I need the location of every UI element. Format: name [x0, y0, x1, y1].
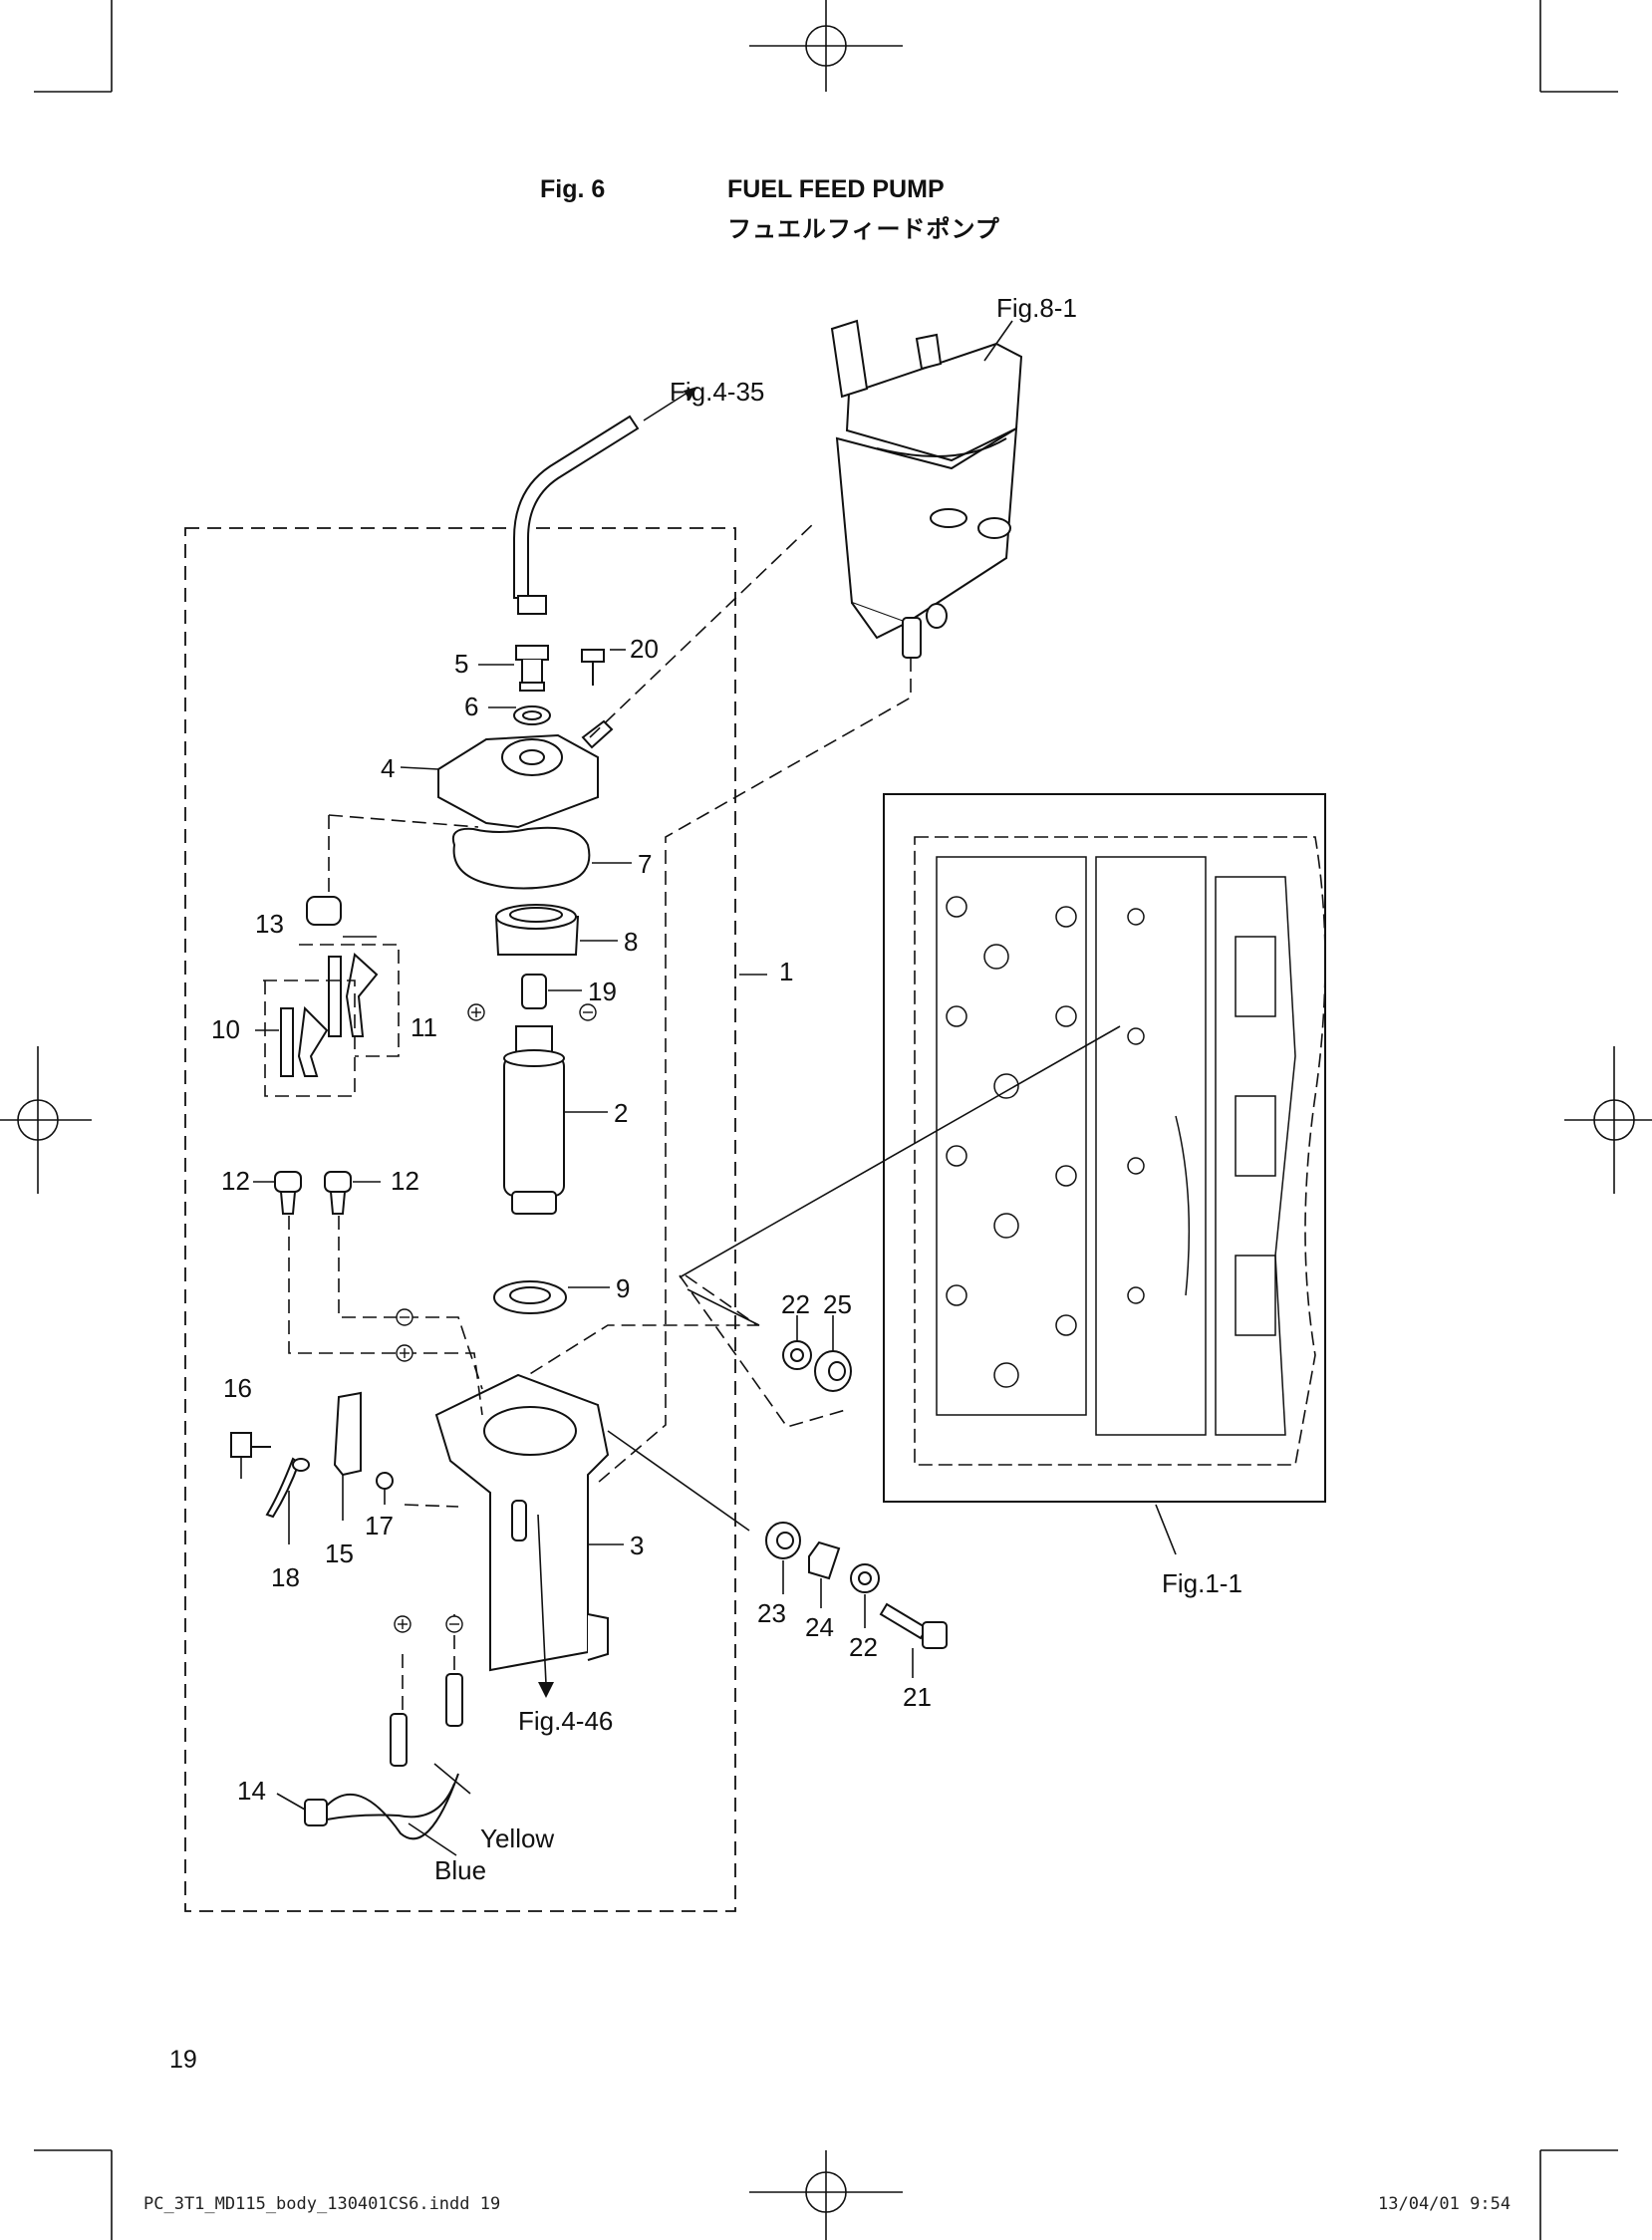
callout-5: 5 [454, 649, 468, 679]
callout-6: 6 [464, 692, 478, 721]
part-12-terminal-right [324, 1171, 352, 1215]
part-19-grommet [521, 974, 547, 1009]
file-slug: PC_3T1_MD115_body_130401CS6.indd 19 [143, 2194, 501, 2214]
callout-12-left: 12 [221, 1166, 250, 1196]
callout-24: 24 [805, 1612, 834, 1642]
part-24-collar [808, 1540, 841, 1580]
print-timestamp: 13/04/01 9:54 [1378, 2194, 1512, 2214]
part-2-pump [503, 1025, 565, 1215]
callout-4: 4 [381, 753, 395, 783]
ref-fig-4-46: Fig.4-46 [518, 1706, 613, 1736]
part-3-housing [434, 1373, 610, 1672]
callout-3: 3 [630, 1531, 644, 1560]
callout-18: 18 [271, 1562, 300, 1592]
callout-22-lower: 22 [849, 1632, 878, 1662]
part-18-band [265, 1457, 310, 1519]
page-number: 19 [169, 2046, 197, 2074]
part-11-clip [328, 953, 379, 1037]
callout-14: 14 [237, 1776, 266, 1806]
ref-fig-4-35: Fig.4-35 [670, 377, 764, 407]
callout-9: 9 [616, 1273, 630, 1303]
polarity-markers [394, 1003, 597, 1633]
part-6-ring [513, 705, 551, 725]
ref-fig-8-1: Fig.8-1 [996, 293, 1077, 323]
fig-4-46-arrowhead [538, 1682, 554, 1698]
callout-11: 11 [411, 1012, 437, 1042]
callout-7: 7 [638, 849, 652, 879]
part-13-cap [306, 896, 342, 926]
wire-label-blue: Blue [434, 1855, 486, 1885]
callout-17: 17 [365, 1511, 394, 1540]
fig-4-35-arrowhead [684, 387, 697, 401]
assembly-group-box [184, 527, 736, 1912]
figure-subtitle-japanese: フュエルフィードポンプ [727, 215, 1000, 243]
part-7-gasket [451, 826, 591, 890]
part-4-cover [437, 719, 614, 829]
part-12-terminal-left [274, 1171, 302, 1215]
callout-22-upper: 22 [781, 1289, 810, 1319]
part-17-washer [376, 1472, 394, 1490]
return-hose [513, 415, 640, 615]
fig-8-1-leader [983, 320, 1013, 362]
parts [230, 645, 948, 1840]
part-21-bolt [879, 1602, 948, 1649]
fig-4-35-arrow [643, 392, 688, 421]
leader-lines [240, 649, 1177, 1856]
part-8-ring-nut [494, 904, 580, 956]
part-22-washer-lower [850, 1563, 880, 1593]
callout-labels: 5 20 6 4 7 8 19 2 9 3 1 13 11 10 12 12 1… [211, 634, 932, 1806]
cylinder-block-inset [883, 793, 1326, 1503]
callout-16: 16 [223, 1373, 252, 1403]
callout-25: 25 [823, 1289, 852, 1319]
part-5-fitting [515, 645, 549, 692]
callout-23: 23 [757, 1598, 786, 1628]
part-22-washer-upper [782, 1340, 812, 1370]
part-25-grommet [814, 1350, 852, 1392]
callout-13: 13 [255, 909, 284, 939]
part-16-bolt [230, 1432, 271, 1458]
crop-marks [34, 0, 1618, 2240]
part-10-clip [280, 1005, 329, 1077]
solid-connection-lines [537, 1025, 1121, 1685]
callout-12-right: 12 [391, 1166, 419, 1196]
vapor-separator-tank-drawing [830, 319, 1023, 659]
callout-21: 21 [903, 1682, 932, 1712]
ref-fig-1-1: Fig.1-1 [1162, 1568, 1242, 1598]
part-14-harness [304, 1673, 463, 1840]
callout-20: 20 [630, 634, 659, 664]
callout-1: 1 [779, 957, 793, 986]
part-15-bracket [333, 1391, 362, 1477]
dashed-connection-lines [263, 521, 912, 1714]
callout-10: 10 [211, 1014, 240, 1044]
part-20-bolt [581, 649, 605, 686]
callout-19: 19 [588, 977, 617, 1006]
callout-2: 2 [614, 1098, 628, 1128]
figure-number: Fig. 6 [540, 175, 606, 203]
part-9-seal [493, 1280, 567, 1314]
part-23-grommet [765, 1522, 801, 1559]
reference-labels: Fig.8-1 Fig.4-35 Fig.4-46 Fig.1-1 Yellow… [434, 293, 1242, 1885]
callout-8: 8 [624, 927, 638, 957]
wire-label-yellow: Yellow [480, 1823, 554, 1853]
callout-15: 15 [325, 1539, 354, 1568]
figure-title: FUEL FEED PUMP [727, 175, 945, 203]
